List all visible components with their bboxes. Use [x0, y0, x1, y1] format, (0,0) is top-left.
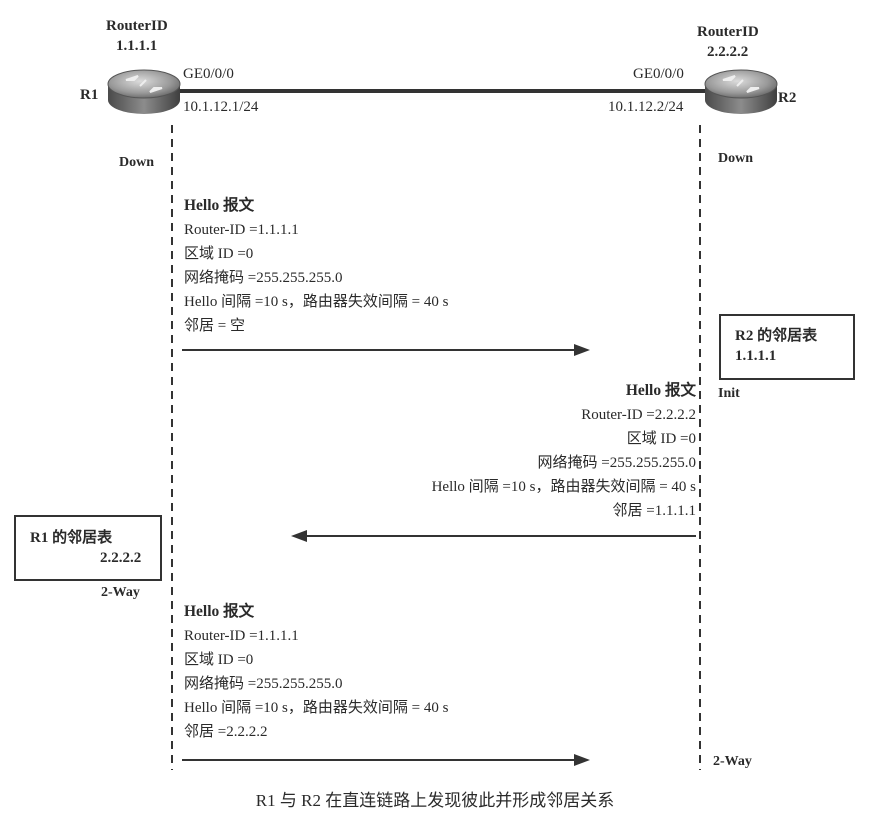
r1-neighbor-table: R1 的邻居表 2.2.2.2 — [14, 515, 162, 581]
hello-message-2-router-id: Router-ID =2.2.2.2 — [581, 407, 696, 423]
hello-message-1-mask: 网络掩码 =255.255.255.0 — [184, 270, 343, 286]
hello-message-3-intervals: Hello 间隔 =10 s，路由器失效间隔 = 40 s — [184, 700, 449, 716]
r1-state-2way: 2-Way — [101, 585, 140, 600]
r2-router-icon — [704, 69, 778, 114]
hello-message-1: Hello 报文 Router-ID =1.1.1.1 区域 ID =0 网络掩… — [184, 194, 448, 338]
hello-message-3-mask: 网络掩码 =255.255.255.0 — [184, 676, 343, 692]
r2-neighbor-table-title: R2 的邻居表 — [735, 328, 818, 344]
hello-message-3-neighbor: 邻居 =2.2.2.2 — [184, 724, 268, 740]
hello-message-2-neighbor: 邻居 =1.1.1.1 — [612, 503, 696, 519]
r1-routerid-value: 1.1.1.1 — [116, 38, 158, 54]
r2-state-2way: 2-Way — [713, 754, 752, 769]
r2-routerid-value: 2.2.2.2 — [707, 44, 749, 60]
arrow-r2-to-r1 — [291, 530, 696, 542]
hello-message-2-intervals: Hello 间隔 =10 s，路由器失效间隔 = 40 s — [431, 479, 696, 495]
hello-message-2-mask: 网络掩码 =255.255.255.0 — [537, 455, 696, 471]
r2-routerid-label: RouterID — [697, 24, 759, 40]
arrow-r1-to-r2-1 — [182, 344, 590, 356]
figure-caption: R1 与 R2 在直连链路上发现彼此并形成邻居关系 — [255, 791, 615, 810]
r1-ip: 10.1.12.1/24 — [183, 99, 259, 115]
r1-routerid-label: RouterID — [106, 18, 168, 34]
r1-interface: GE0/0/0 — [183, 66, 234, 82]
r2-state-down: Down — [718, 151, 754, 166]
hello-message-2: Hello 报文 Router-ID =2.2.2.2 区域 ID =0 网络掩… — [432, 379, 696, 523]
r1-neighbor-table-title: R1 的邻居表 — [30, 530, 113, 546]
hello-message-2-area: 区域 ID =0 — [626, 431, 696, 447]
arrow-r1-to-r2-2 — [182, 754, 590, 766]
r2-neighbor-table-entry: 1.1.1.1 — [735, 348, 777, 364]
r1-state-down: Down — [119, 155, 155, 170]
r2-name: R2 — [778, 90, 797, 106]
hello-message-3: Hello 报文 Router-ID =1.1.1.1 区域 ID =0 网络掩… — [184, 600, 448, 744]
hello-message-1-router-id: Router-ID =1.1.1.1 — [184, 222, 299, 238]
hello-message-2-title: Hello 报文 — [625, 382, 696, 399]
hello-message-1-intervals: Hello 间隔 =10 s，路由器失效间隔 = 40 s — [184, 294, 449, 310]
r2-state-init: Init — [718, 386, 740, 401]
hello-message-1-neighbor: 邻居 = 空 — [184, 318, 245, 334]
r1-neighbor-table-entry: 2.2.2.2 — [100, 550, 142, 566]
r1-name: R1 — [80, 87, 99, 103]
hello-message-3-router-id: Router-ID =1.1.1.1 — [184, 628, 299, 644]
hello-message-1-title: Hello 报文 — [184, 197, 255, 214]
r2-interface: GE0/0/0 — [633, 66, 684, 82]
hello-message-3-area: 区域 ID =0 — [184, 652, 254, 668]
r2-ip: 10.1.12.2/24 — [608, 99, 684, 115]
hello-message-1-area: 区域 ID =0 — [184, 246, 254, 262]
hello-message-3-title: Hello 报文 — [184, 603, 255, 620]
r2-neighbor-table: R2 的邻居表 1.1.1.1 — [719, 314, 855, 380]
r1-router-icon — [107, 69, 181, 114]
